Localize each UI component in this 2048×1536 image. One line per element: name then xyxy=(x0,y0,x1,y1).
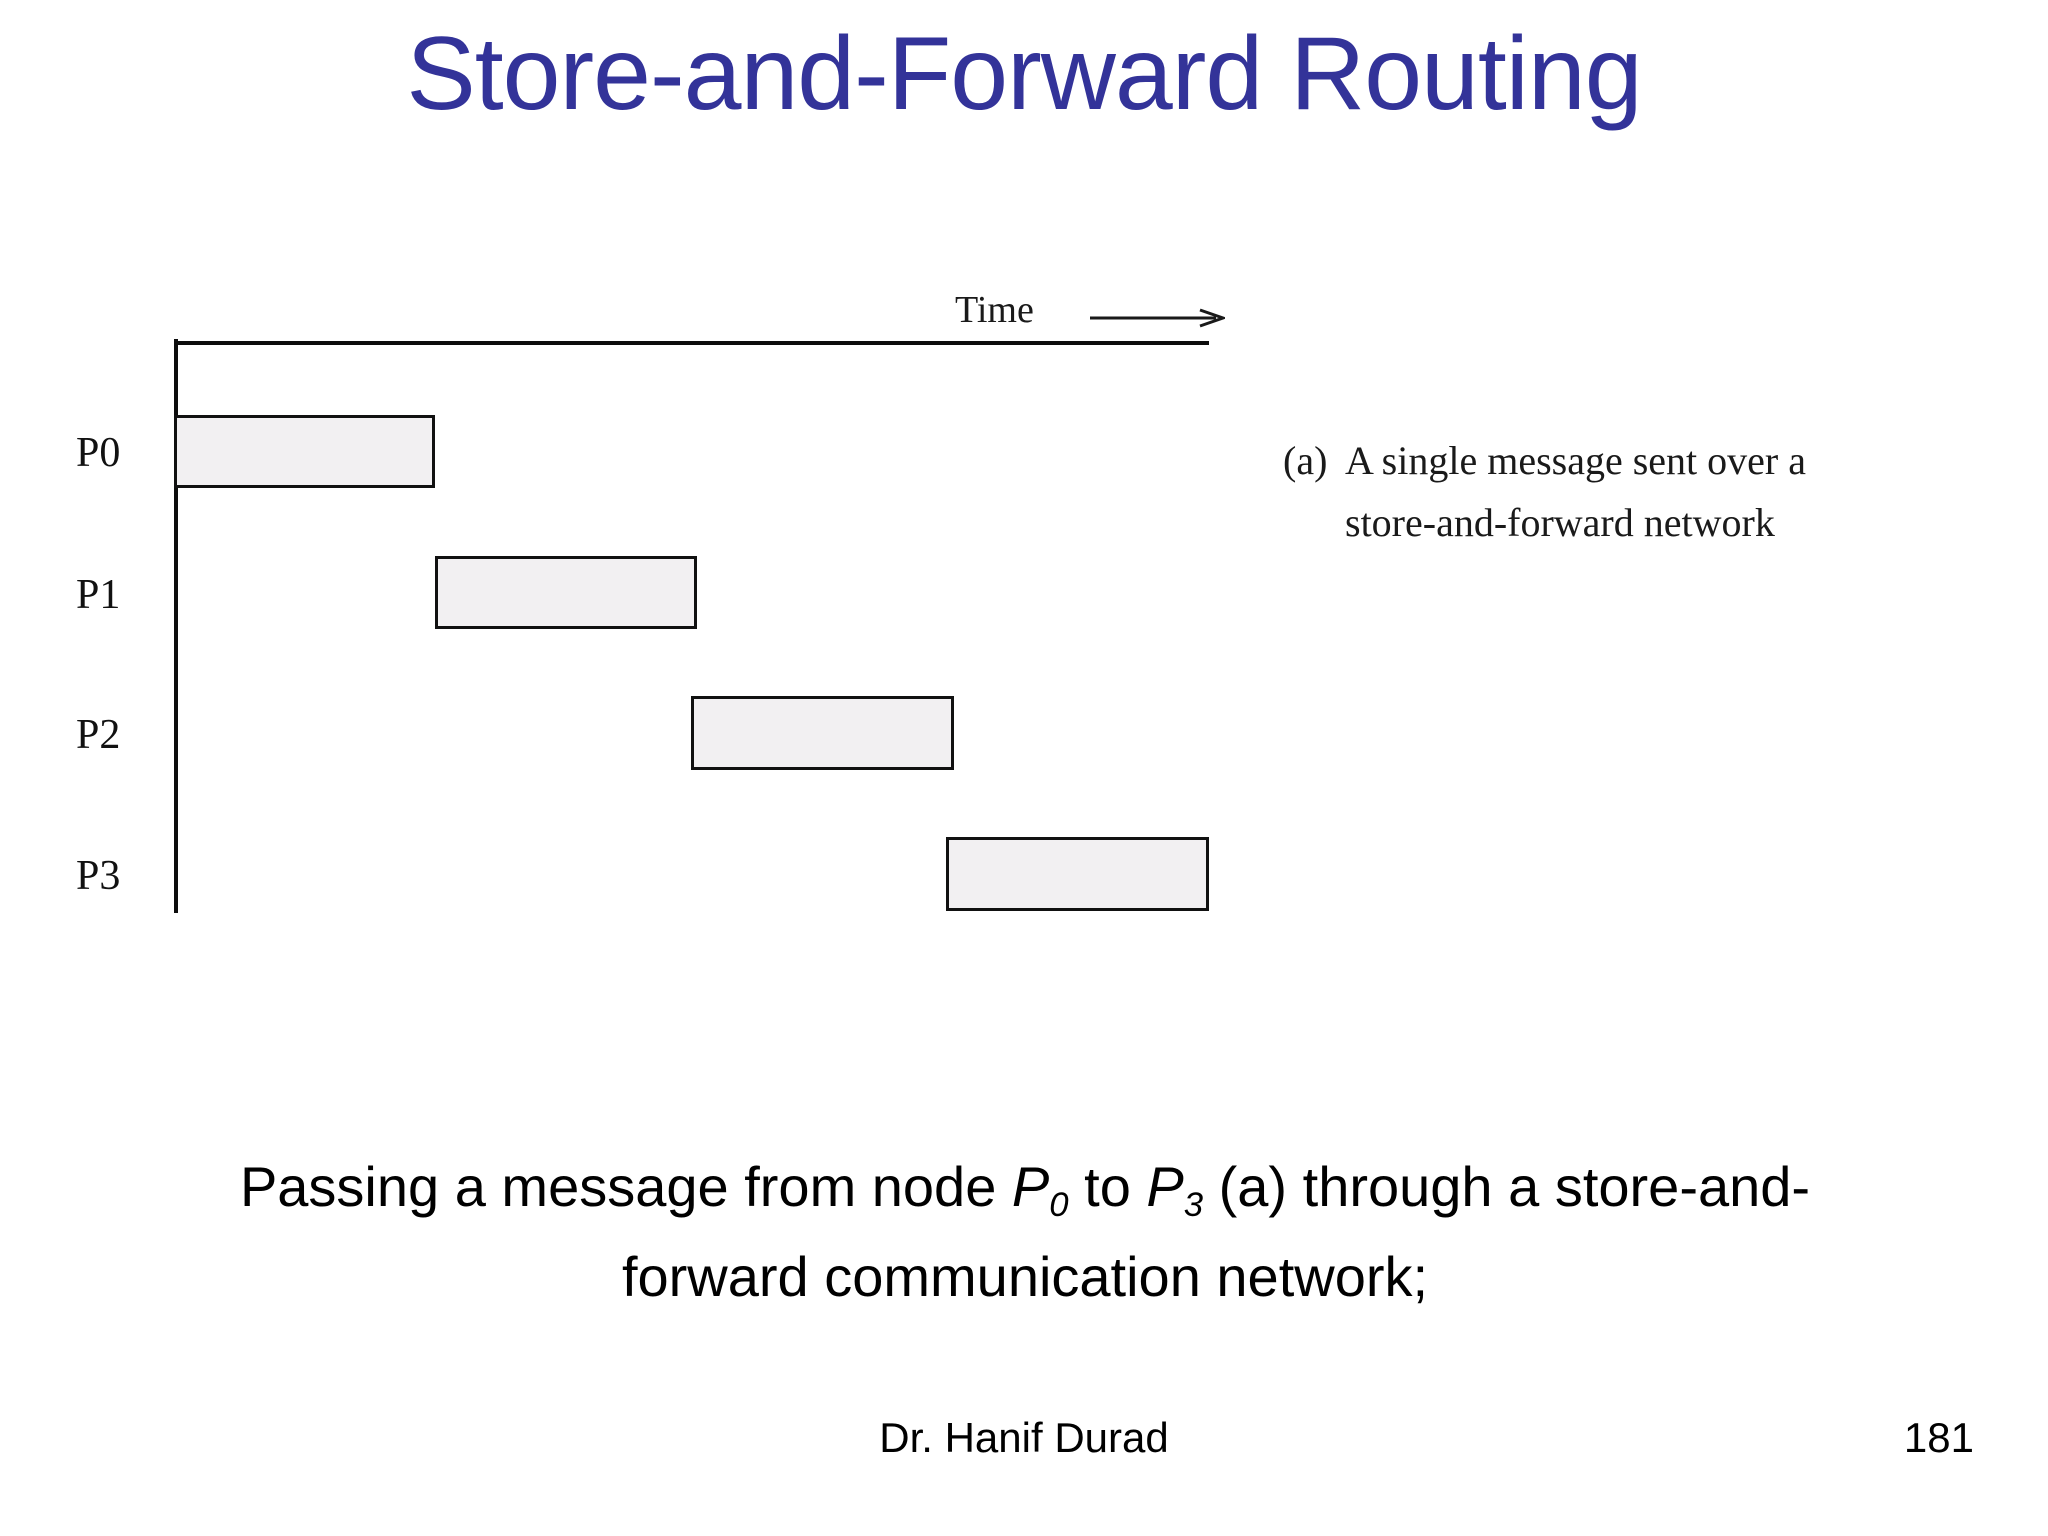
slide-description: Passing a message from node P0 to P3 (a)… xyxy=(170,1146,1880,1318)
process-label-p1: P1 xyxy=(76,572,121,618)
description-p3-base: P xyxy=(1146,1155,1184,1218)
description-p3-subscript: 3 xyxy=(1183,1186,1204,1225)
description-part1: Passing a message from node xyxy=(239,1155,1012,1218)
figure-caption-marker: (a) xyxy=(1283,438,1328,483)
time-axis-line xyxy=(174,341,1209,345)
footer-author: Dr. Hanif Durad xyxy=(879,1414,1169,1461)
description-p0-base: P xyxy=(1011,1155,1050,1218)
message-bar-p0 xyxy=(174,415,435,488)
message-bar-p1 xyxy=(435,556,697,629)
figure-caption-line1: A single message sent over a xyxy=(1345,438,1806,483)
footer-page-number: 181 xyxy=(1903,1414,1974,1461)
process-label-p0: P0 xyxy=(76,430,121,476)
store-and-forward-timeline-diagram: Time P0 P1 P2 P3 (a) A single message sen… xyxy=(76,289,1923,913)
message-bar-p2 xyxy=(691,696,954,770)
page-title: Store-and-Forward Routing xyxy=(406,16,1642,132)
message-bar-p3 xyxy=(946,837,1209,911)
figure-caption: (a) A single message sent over a store-an… xyxy=(1283,430,1923,554)
description-part3: (a) through a store-and-forward communic… xyxy=(621,1155,1811,1308)
description-part2: to xyxy=(1068,1155,1147,1218)
process-label-p2: P2 xyxy=(76,712,121,758)
figure-caption-line2: store-and-forward network xyxy=(1345,500,1775,545)
time-arrow-icon xyxy=(1090,308,1225,328)
time-axis-label: Time xyxy=(955,289,1034,331)
process-axis-line xyxy=(174,339,178,913)
process-label-p3: P3 xyxy=(76,853,121,899)
description-p0-subscript: 0 xyxy=(1049,1186,1069,1225)
